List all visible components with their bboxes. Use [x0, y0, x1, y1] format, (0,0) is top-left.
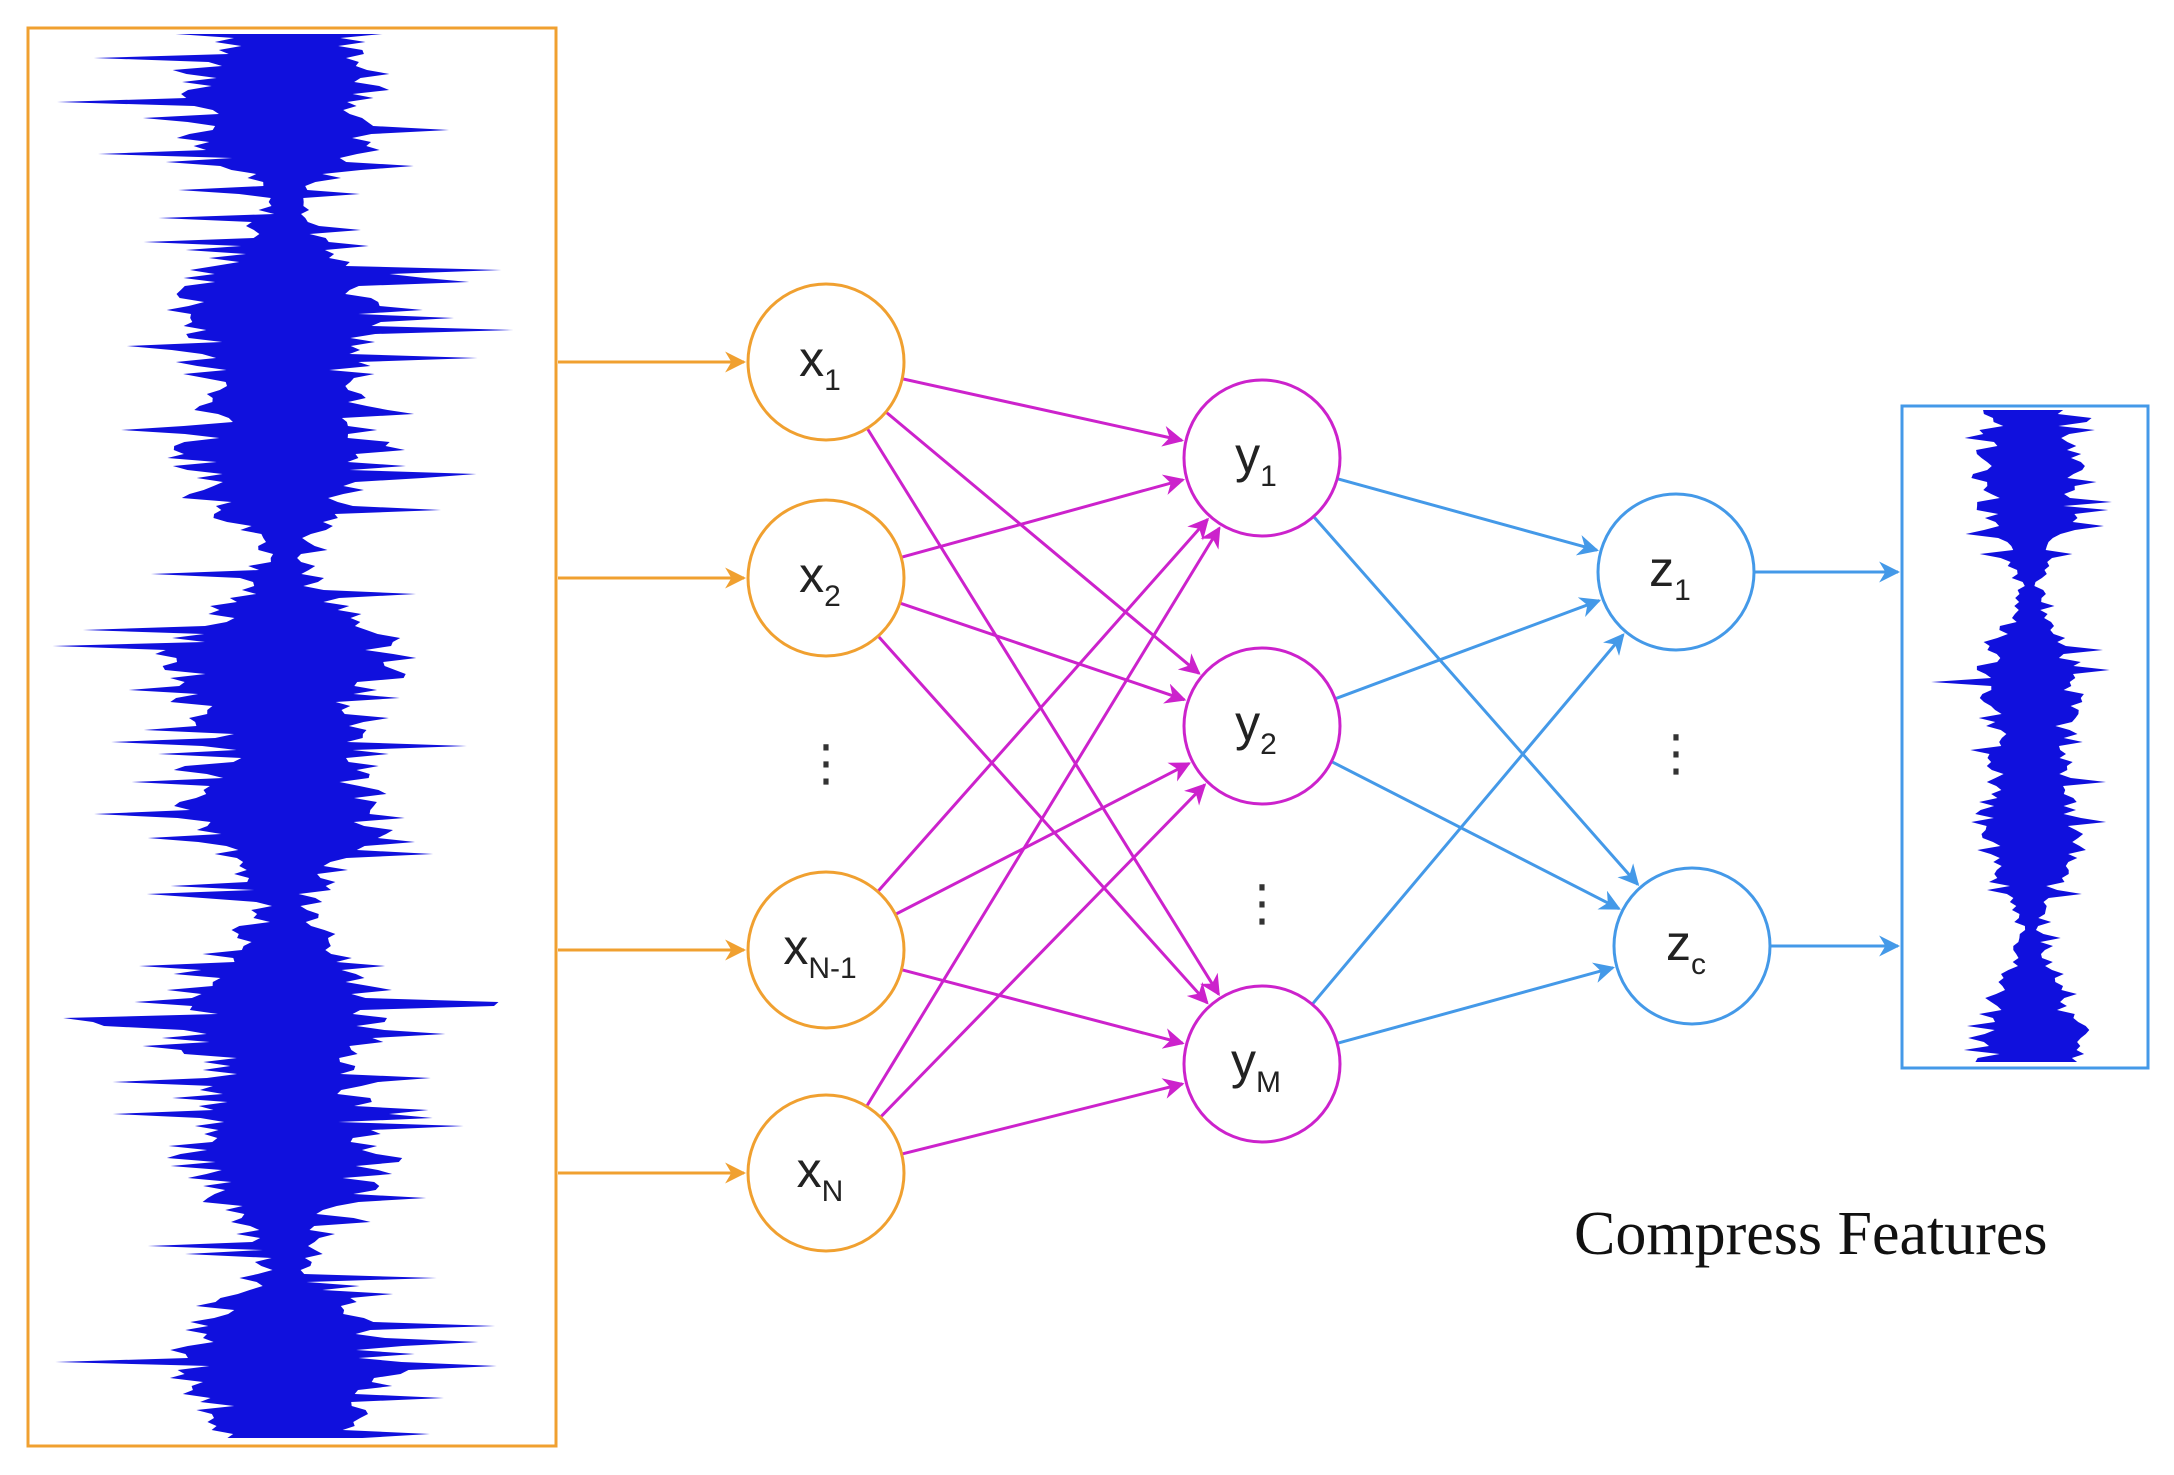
edge-y1-z2: [1312, 515, 1640, 887]
edge-x4-y3: [901, 1078, 1185, 1156]
input-node-3: xN-1: [746, 870, 906, 1030]
code-node-2-circle: [1612, 866, 1772, 1026]
hidden-node-3-subscript: M: [1256, 1066, 1281, 1099]
code-node-2-label: zc: [1666, 915, 1706, 981]
edge-y2-z1: [1334, 597, 1602, 701]
edge-x3-y1: [876, 517, 1210, 893]
code-node-1: z1: [1596, 492, 1756, 652]
input-node-1-var: x: [799, 331, 824, 387]
hidden-node-1-subscript: 1: [1260, 460, 1277, 493]
code-node-1-var: z: [1649, 541, 1674, 597]
connections: [558, 351, 1901, 1184]
edge-y3-z1: [1311, 633, 1625, 1006]
hidden-ellipsis: ⋮: [1237, 874, 1287, 932]
hidden-node-3-var: y: [1231, 1033, 1256, 1089]
input-node-3-label: xN-1: [783, 919, 856, 985]
input-node-4-label: xN: [797, 1142, 844, 1208]
compress-features-caption: Compress Features: [1574, 1200, 2048, 1268]
input-node-3-circle: [746, 870, 906, 1030]
edge-x1-y1: [901, 377, 1184, 447]
code-node-1-label: z1: [1649, 541, 1691, 607]
input-node-4-circle: [746, 1093, 906, 1253]
edge-x1-y3: [865, 427, 1221, 997]
input-node-4: xN: [746, 1093, 906, 1253]
edge-x1-y2: [884, 410, 1201, 675]
hidden-node-2: y2: [1182, 646, 1342, 806]
code-node-1-circle: [1596, 492, 1756, 652]
hidden-node-3-label: yM: [1231, 1033, 1281, 1099]
code-node-2: zc: [1612, 866, 1772, 1026]
code-node-2-subscript: c: [1691, 948, 1706, 981]
input-node-4-var: x: [797, 1142, 822, 1198]
edge-y3-z2: [1336, 962, 1615, 1045]
input-node-4-subscript: N: [822, 1175, 844, 1208]
hidden-node-1-var: y: [1235, 427, 1260, 483]
input-node-2-circle: [746, 498, 906, 658]
hidden-node-3-circle: [1182, 984, 1342, 1144]
hidden-node-3: yM: [1182, 984, 1342, 1144]
edge-x4-y2: [879, 783, 1207, 1119]
code-node-1-subscript: 1: [1674, 574, 1691, 607]
input-node-3-var: x: [783, 919, 808, 975]
input-node-2-label: x2: [799, 547, 841, 613]
hidden-node-1-circle: [1182, 378, 1342, 538]
input-node-1-subscript: 1: [824, 364, 841, 397]
edge-y1-z1: [1336, 477, 1599, 556]
edge-x3-y3: [901, 968, 1185, 1049]
input-node-1-circle: [746, 282, 906, 442]
edge-x2-y2: [899, 601, 1187, 704]
edge-x2-y1: [900, 474, 1185, 559]
hidden-node-2-var: y: [1235, 695, 1260, 751]
hidden-node-2-circle: [1182, 646, 1342, 806]
hidden-node-2-subscript: 2: [1260, 728, 1277, 761]
edge-x4-y1: [865, 526, 1221, 1108]
edge-y2-z2: [1330, 760, 1621, 910]
edge-x3-y2: [894, 762, 1191, 916]
code-ellipsis: ⋮: [1651, 724, 1701, 782]
hidden-node-1: y1: [1182, 378, 1342, 538]
hidden-node-1-label: y1: [1235, 427, 1277, 493]
input-ellipsis: ⋮: [801, 734, 851, 792]
input-node-1-label: x1: [799, 331, 841, 397]
output-waveform: [1931, 410, 2112, 1062]
input-node-2-subscript: 2: [824, 580, 841, 613]
code-node-2-var: z: [1666, 915, 1691, 971]
input-node-1: x1: [746, 282, 906, 442]
input-node-3-subscript: N-1: [808, 952, 856, 985]
input-node-2: x2: [746, 498, 906, 658]
input-node-2-var: x: [799, 547, 824, 603]
input-waveform: [52, 34, 514, 1438]
hidden-node-2-label: y2: [1235, 695, 1277, 761]
